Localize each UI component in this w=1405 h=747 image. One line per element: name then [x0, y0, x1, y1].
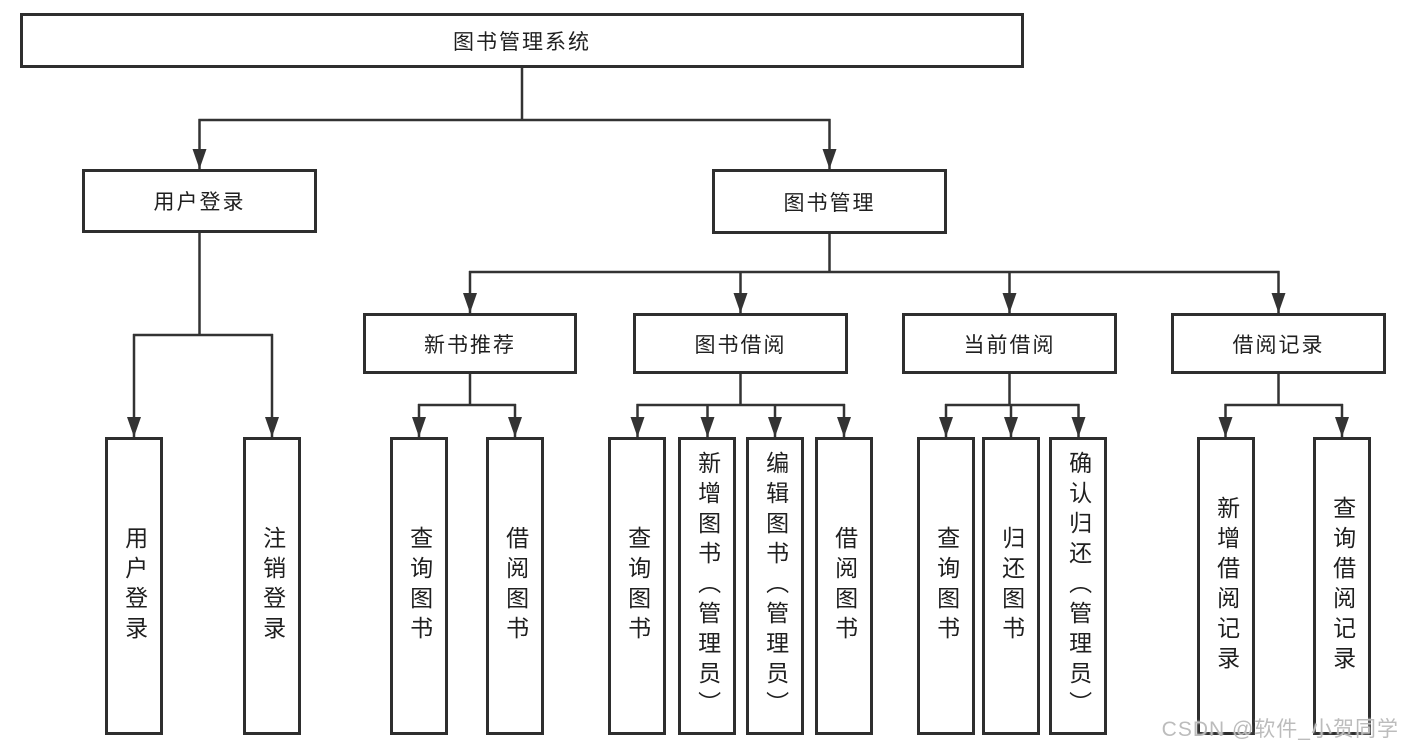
- leaf-user-login: 用户登录: [105, 437, 163, 735]
- leaf-query-books-recommend: 查询图书: [390, 437, 448, 735]
- leaf-logout-login-label: 注销登录: [259, 526, 286, 646]
- leaf-add-borrow-record-label: 新增借阅记录: [1213, 496, 1240, 676]
- leaf-confirm-return-admin-label: 确认归还（管理员）: [1065, 451, 1092, 721]
- node-library-management-system: 图书管理系统: [20, 13, 1024, 68]
- leaf-query-books-current: 查询图书: [917, 437, 975, 735]
- leaf-confirm-return-admin: 确认归还（管理员）: [1049, 437, 1107, 735]
- leaf-user-login-label: 用户登录: [121, 526, 148, 646]
- leaf-query-books-borrowing-label: 查询图书: [624, 526, 651, 646]
- leaf-edit-book-admin: 编辑图书（管理员）: [746, 437, 804, 735]
- leaf-logout-login: 注销登录: [243, 437, 301, 735]
- leaf-return-books-label: 归还图书: [998, 526, 1025, 646]
- leaf-add-borrow-record: 新增借阅记录: [1197, 437, 1255, 735]
- node-new-book-recommendation: 新书推荐: [363, 313, 577, 374]
- leaf-borrow-books-label: 借阅图书: [831, 526, 858, 646]
- leaf-borrow-books-recommend-label: 借阅图书: [502, 526, 529, 646]
- node-borrowing-records: 借阅记录: [1171, 313, 1386, 374]
- node-user-login: 用户登录: [82, 169, 317, 233]
- leaf-query-books-recommend-label: 查询图书: [406, 526, 433, 646]
- leaf-query-books-borrowing: 查询图书: [608, 437, 666, 735]
- leaf-query-borrow-record-label: 查询借阅记录: [1329, 496, 1356, 676]
- leaf-borrow-books: 借阅图书: [815, 437, 873, 735]
- node-current-borrowing: 当前借阅: [902, 313, 1117, 374]
- leaf-add-book-admin-label: 新增图书（管理员）: [694, 451, 721, 721]
- watermark: CSDN @软件_小贺同学: [1161, 718, 1399, 741]
- leaf-return-books: 归还图书: [982, 437, 1040, 735]
- leaf-query-borrow-record: 查询借阅记录: [1313, 437, 1371, 735]
- leaf-query-books-current-label: 查询图书: [933, 526, 960, 646]
- node-book-management: 图书管理: [712, 169, 947, 234]
- leaf-edit-book-admin-label: 编辑图书（管理员）: [762, 451, 789, 721]
- node-book-borrowing: 图书借阅: [633, 313, 848, 374]
- leaf-add-book-admin: 新增图书（管理员）: [678, 437, 736, 735]
- leaf-borrow-books-recommend: 借阅图书: [486, 437, 544, 735]
